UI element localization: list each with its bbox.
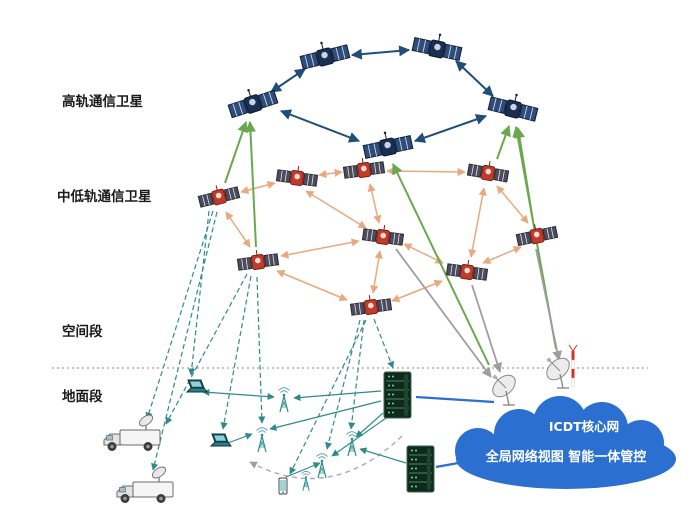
- link: [145, 210, 214, 420]
- link: [240, 180, 276, 195]
- link: [359, 447, 407, 464]
- mid-orbit-satellite-icon: [195, 179, 241, 210]
- high-orbit-satellite-icon: [487, 87, 541, 124]
- label-space-segment: 空间段: [62, 323, 103, 340]
- link: [413, 114, 488, 143]
- link: [227, 432, 253, 444]
- sng-truck-icon: [116, 464, 174, 504]
- base-station-antenna-icon: [255, 427, 269, 453]
- server-rack-icon: [383, 371, 412, 419]
- feeder-links: [249, 248, 563, 480]
- mid-orbit-satellite-icon: [341, 154, 386, 181]
- link: [415, 395, 495, 404]
- user-access-links: [145, 210, 395, 475]
- link: [224, 120, 248, 184]
- link: [496, 124, 511, 160]
- base-station-antenna-icon: [315, 453, 329, 479]
- link: [355, 412, 384, 438]
- ground-station-dish-icon: [541, 353, 575, 389]
- core-network-cloud: [455, 396, 676, 489]
- link: [468, 187, 487, 258]
- link: [395, 248, 492, 378]
- link: [280, 238, 360, 259]
- mid-orbit-satellite-icon: [361, 221, 406, 248]
- mid-orbit-links: [225, 166, 529, 303]
- link: [220, 275, 252, 430]
- high-orbit-satellite-icon: [297, 35, 351, 72]
- label-ground-segment: 地面段: [62, 388, 103, 405]
- link: [293, 390, 382, 402]
- link: [325, 319, 361, 450]
- sng-truck-icon: [103, 412, 161, 452]
- link: [392, 163, 490, 366]
- link: [151, 211, 218, 471]
- terrestrial-links: [202, 388, 407, 478]
- base-station-antenna-icon: [345, 431, 359, 457]
- link: [471, 284, 502, 373]
- link: [285, 462, 321, 478]
- label-mid-low-orbit: 中低轨通信卫星: [57, 188, 152, 205]
- link: [403, 243, 444, 264]
- mid-orbit-satellite-icon: [235, 246, 280, 273]
- laptop-icon: [210, 433, 232, 447]
- link: [318, 168, 343, 179]
- link: [202, 388, 275, 401]
- link: [373, 318, 395, 369]
- high-orbit-satellite-icon: [224, 80, 280, 120]
- mid-low-orbit-constellation: [195, 154, 559, 318]
- server-rack-icon: [406, 445, 435, 493]
- link: [370, 250, 383, 294]
- link: [225, 211, 251, 248]
- link: [535, 248, 563, 361]
- link: [455, 60, 494, 97]
- high-orbit-satellite-icon: [360, 125, 414, 161]
- handset-icon: [278, 477, 288, 495]
- link: [496, 185, 529, 224]
- link: [305, 190, 367, 229]
- ground-station-dish-icon: [487, 370, 521, 406]
- mid-orbit-satellite-icon: [275, 162, 320, 189]
- high-orbit-constellation: [224, 27, 541, 161]
- link: [165, 273, 248, 425]
- mid-orbit-satellite-icon: [445, 256, 490, 283]
- link: [276, 270, 348, 301]
- link: [482, 246, 522, 264]
- link: [256, 276, 266, 424]
- striped-mast-icon: [568, 344, 578, 388]
- core-network-name: ICDT核心网: [549, 419, 619, 434]
- mid-orbit-satellite-icon: [514, 219, 559, 248]
- link: [331, 417, 387, 457]
- link: [386, 166, 466, 177]
- laptop-icon: [186, 379, 208, 393]
- link: [249, 435, 403, 480]
- mid-orbit-satellite-icon: [466, 157, 511, 185]
- high-orbit-links: [270, 45, 494, 143]
- label-high-orbit: 高轨通信卫星: [62, 93, 143, 110]
- core-network-caption: 全局网络视图 智能一体管控: [485, 449, 647, 465]
- link: [348, 319, 365, 430]
- link: [244, 120, 257, 248]
- high-orbit-satellite-icon: [411, 27, 465, 63]
- base-station-antenna-icon: [301, 470, 311, 492]
- link: [350, 45, 411, 60]
- link: [270, 68, 306, 93]
- link: [269, 400, 382, 431]
- link: [367, 183, 382, 224]
- link: [391, 279, 443, 303]
- base-station-antenna-icon: [277, 387, 291, 413]
- link: [289, 319, 367, 475]
- link: [188, 210, 210, 376]
- mid-orbit-satellite-icon: [348, 291, 393, 318]
- link: [279, 109, 361, 143]
